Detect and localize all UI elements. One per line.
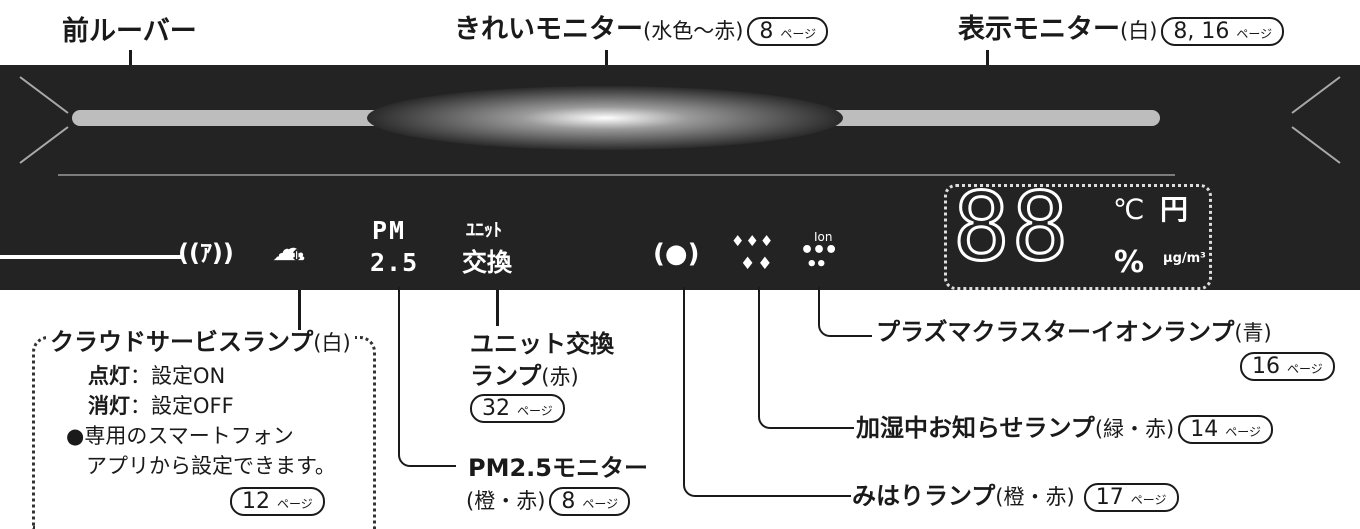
humid-leader	[758, 287, 854, 429]
pm-icon-top: PM	[372, 216, 407, 245]
humid-drops-bottom-icon: ♦♦	[740, 254, 775, 274]
ugm3-unit: µg/m³	[1163, 251, 1206, 266]
cloud-lamp-label: クラウドサービスランプ	[50, 328, 314, 356]
louver-left-edge-upper	[19, 76, 69, 114]
yen-unit: 円	[1160, 193, 1189, 226]
unit-icon-bottom: 交換	[462, 248, 513, 277]
louver-right-edge-upper	[1291, 76, 1341, 114]
cloud-lamp-title: クラウドサービスランプ(白)	[46, 330, 355, 354]
humid-drops-top-icon: ♦♦♦	[731, 232, 775, 250]
pm-icon-bottom: 2.5	[370, 248, 419, 277]
celsius-unit: ℃	[1113, 193, 1145, 226]
display-monitor-label: 表示モニター	[958, 14, 1120, 45]
cloud-off-line: 消灯：設定OFF	[88, 394, 234, 418]
display-monitor-color: (白)	[1120, 19, 1158, 43]
front-louver-label: 前ルーバー	[62, 16, 197, 47]
cloud-leader	[298, 290, 301, 336]
cloud-lamp-color: (白)	[313, 331, 351, 355]
grapes-icon-top: •••	[800, 238, 838, 263]
cloud-icon: ☁	[272, 229, 306, 269]
wireless-leader	[0, 255, 182, 259]
pm-monitor-line-2: (橙・赤)8 ページ	[466, 487, 631, 517]
cloud-arrow-icon: ⇕	[290, 246, 304, 265]
display-monitor-frame	[944, 184, 1212, 290]
wireless-icon: ((ｱ))	[178, 239, 234, 267]
clean-monitor-colors: (水色～赤)	[643, 19, 744, 43]
clean-monitor-callout: きれいモニター(水色～赤)8 ページ	[454, 14, 829, 47]
plasma-leader	[818, 287, 872, 337]
percent-unit: %	[1114, 245, 1145, 280]
grapes-icon-bottom: ••	[806, 254, 827, 275]
control-panel	[0, 65, 1360, 290]
cloud-on-line: 点灯：設定ON	[88, 364, 226, 388]
cloud-note-2: アプリから設定できます。	[86, 454, 336, 478]
unit-lamp-page-ref: 32 ページ	[466, 394, 565, 424]
pm-leader	[398, 287, 456, 467]
display-digits: 88	[951, 173, 1071, 282]
louver-right-edge-lower	[1291, 126, 1341, 164]
unit-lamp-line-2: ランプ(赤)	[470, 362, 579, 390]
clean-monitor-glow	[367, 86, 843, 150]
display-monitor-callout: 表示モニター(白)8, 16 ページ	[958, 14, 1285, 47]
cloud-note-1: ●専用のスマートフォン	[66, 424, 294, 448]
clean-monitor-label: きれいモニター	[454, 14, 643, 45]
plasma-lamp-callout: プラズマクラスターイオンランプ(青)	[876, 318, 1272, 346]
ion-text: Ion	[814, 230, 833, 244]
louver-left-edge-lower	[19, 126, 69, 164]
unit-icon-top: ﾕﾆｯﾄ	[466, 220, 502, 241]
watch-leader	[683, 287, 851, 497]
unit-leader	[496, 290, 499, 326]
humid-lamp-callout: 加湿中お知らせランプ(緑・赤)14 ページ	[856, 415, 1273, 445]
cloud-page-ref: 12 ページ	[226, 487, 325, 517]
clean-monitor-page-ref: 8 ページ	[747, 17, 829, 47]
plasma-page-ref: 16 ページ	[1236, 352, 1335, 382]
pm-monitor-label: PM2.5モニター	[468, 454, 648, 482]
watch-lamp-callout: みはりランプ(橙・赤) 17 ページ	[852, 483, 1179, 513]
panel-graphics	[19, 76, 1341, 176]
watch-lamp-icon: (●)	[653, 239, 700, 269]
unit-lamp-label-1: ユニット交換	[470, 330, 614, 358]
display-monitor-page-ref: 8, 16 ページ	[1161, 17, 1285, 47]
